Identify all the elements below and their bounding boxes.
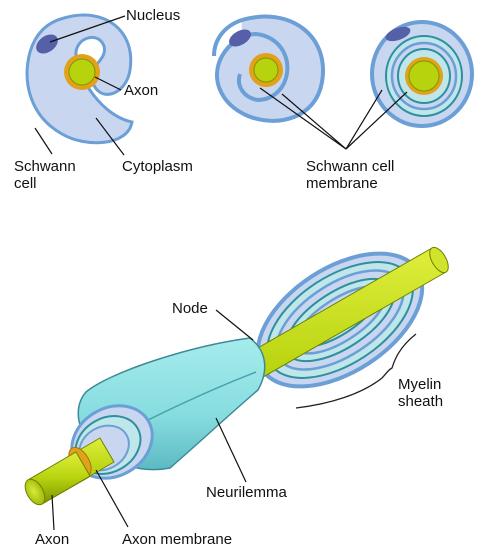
schwann-cell-stage-2 <box>214 17 323 121</box>
label-schwann-cell-membrane: Schwann cell membrane <box>306 158 394 192</box>
label-schwann-cell: Schwann cell <box>14 158 76 192</box>
label-node: Node <box>172 300 208 317</box>
neurilemma-leader <box>216 418 246 482</box>
label-nucleus: Nucleus <box>126 7 180 24</box>
axon-bottom-leader <box>52 495 54 530</box>
label-axon-top: Axon <box>124 82 158 99</box>
schwann-cell-leader <box>35 128 52 154</box>
schwann-cell-stage-1 <box>27 15 132 143</box>
myelinated-axon <box>21 226 452 508</box>
axon-cross-section-3 <box>409 61 439 91</box>
axon-cross-section <box>69 59 95 85</box>
label-axon-membrane: Axon membrane <box>122 531 232 548</box>
label-axon-bottom: Axon <box>35 531 69 548</box>
label-neurilemma: Neurilemma <box>206 484 287 501</box>
membrane-leader-3 <box>346 90 382 149</box>
label-myelin-sheath: Myelin sheath <box>398 376 443 410</box>
node-leader <box>216 310 253 340</box>
axon-cross-section-2 <box>254 58 278 82</box>
label-cytoplasm: Cytoplasm <box>122 158 193 175</box>
